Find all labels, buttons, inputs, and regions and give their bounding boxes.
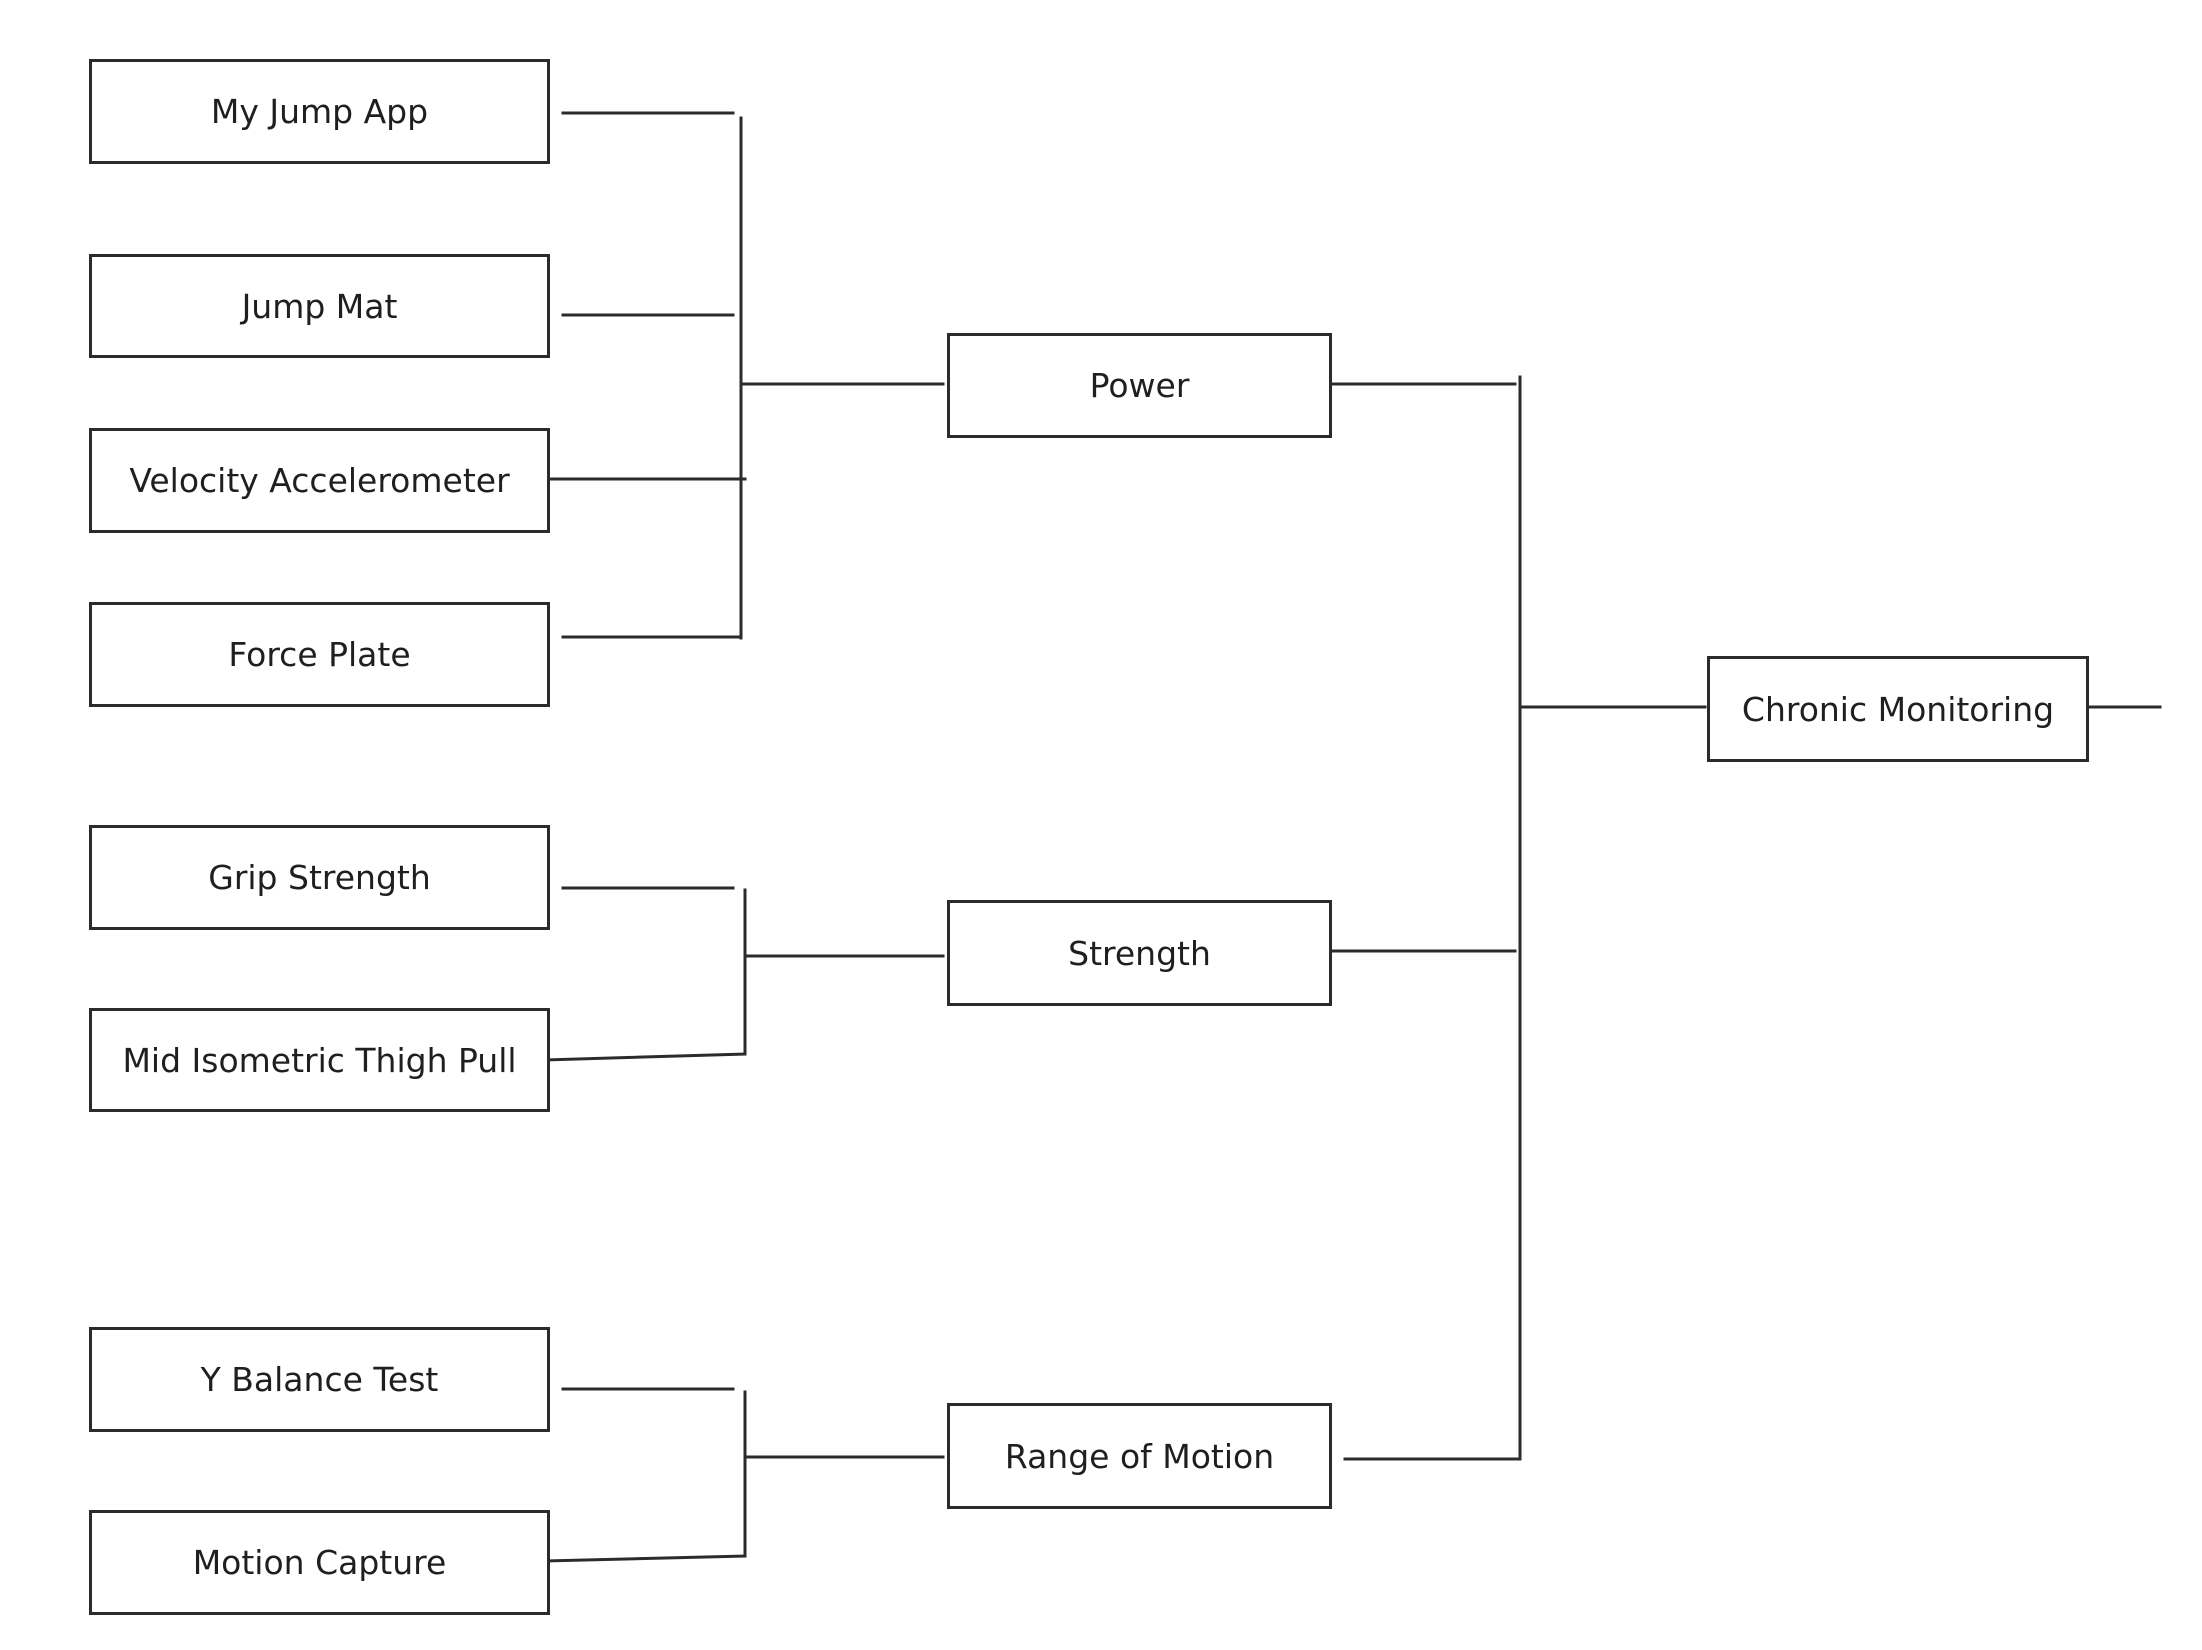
test-box-my-jump-app: My Jump App (89, 59, 550, 164)
test-box-motion-capture: Motion Capture (89, 1510, 550, 1615)
category-box-range-of-motion: Range of Motion (947, 1403, 1332, 1509)
test-box-grip-strength: Grip Strength (89, 825, 550, 930)
connector-motion-capture (543, 1554, 747, 1563)
category-box-power: Power (947, 333, 1332, 438)
test-box-y-balance-test: Y Balance Test (89, 1327, 550, 1432)
test-box-force-plate: Force Plate (89, 602, 550, 707)
test-box-velocity-accelerometer: Velocity Accelerometer (89, 428, 550, 533)
test-box-mid-isometric-thigh-pull: Mid Isometric Thigh Pull (89, 1008, 550, 1112)
test-box-jump-mat: Jump Mat (89, 254, 550, 358)
category-box-strength: Strength (947, 900, 1332, 1006)
root-box-chronic-monitoring: Chronic Monitoring (1707, 656, 2089, 762)
connector-mid-thigh-pull (543, 1052, 747, 1062)
